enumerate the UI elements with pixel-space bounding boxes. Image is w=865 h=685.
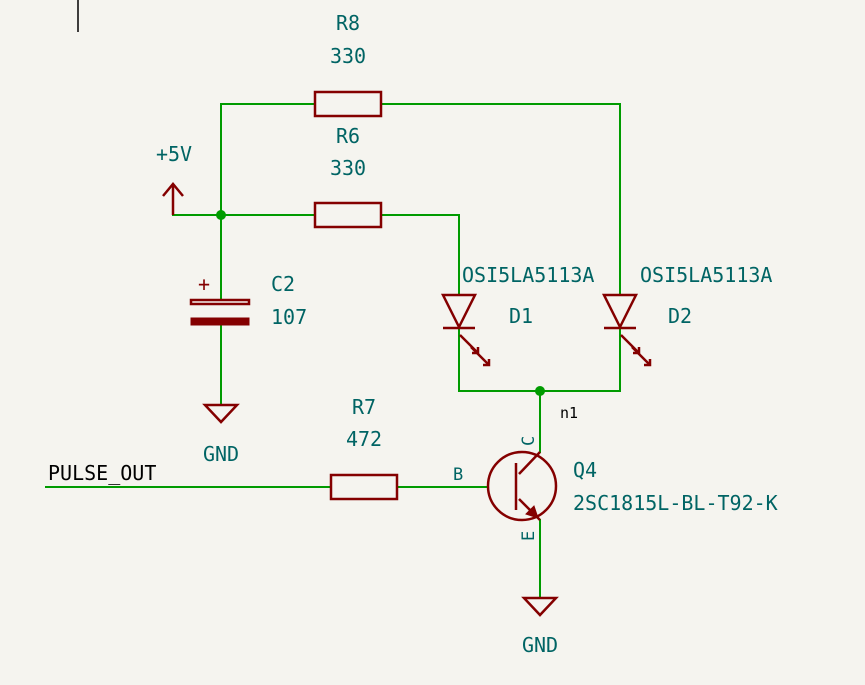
resistor-r6[interactable]: R6 330 [313, 124, 383, 229]
ground-icon [202, 403, 240, 424]
junction-5v [216, 210, 226, 220]
net-label-pulse-out[interactable]: PULSE_OUT [48, 461, 156, 485]
q4-pin-b: B [453, 465, 463, 485]
r6-ref: R6 [336, 124, 360, 148]
q4-collector-line [518, 451, 541, 475]
led-d2[interactable]: OSI5LA5113A D2 [601, 263, 772, 367]
c2-value: 107 [271, 305, 307, 329]
power-5v[interactable]: +5V [156, 142, 192, 215]
wires [45, 103, 621, 599]
d2-ref: D2 [668, 304, 692, 328]
junction-n1 [535, 386, 545, 396]
ground-c2-label: GND [203, 442, 239, 466]
led-d1[interactable]: OSI5LA5113A D1 [440, 263, 594, 367]
wire-r8-right [380, 103, 621, 296]
wire-r6-d1 [380, 214, 460, 296]
d1-value: OSI5LA5113A [462, 263, 594, 287]
r6-body [313, 201, 383, 229]
c2-plate-negative [190, 317, 250, 326]
q4-value: 2SC1815L-BL-T92-K [573, 491, 778, 515]
q4-emitter-arrow-icon [525, 505, 539, 519]
power-5v-label: +5V [156, 142, 192, 166]
ground-q4-label: GND [522, 633, 558, 657]
d1-light-arrow-2 [483, 359, 491, 367]
r8-ref: R8 [336, 11, 360, 35]
q4-body-circle [486, 450, 558, 522]
q4-pin-e: E [519, 531, 539, 541]
d1-light-ray-2 [470, 346, 490, 366]
d2-value: OSI5LA5113A [640, 263, 772, 287]
transistor-q4[interactable]: B C E Q4 2SC1815L-BL-T92-K [453, 436, 778, 541]
net-label-n1: n1 [560, 404, 578, 422]
resistor-r7[interactable]: R7 472 [329, 395, 399, 501]
c2-plate-positive [189, 298, 251, 306]
r7-ref: R7 [352, 395, 376, 419]
power-arrow-icon [162, 182, 184, 197]
c2-plus-sign: + [198, 272, 210, 296]
ground-q4[interactable]: GND [521, 596, 559, 657]
d2-light-arrow-2 [644, 359, 652, 367]
d1-ref: D1 [509, 304, 533, 328]
d1-triangle [440, 293, 478, 330]
ground-c2[interactable]: GND [202, 403, 240, 466]
wire-r8-left [220, 103, 316, 216]
r6-value: 330 [330, 156, 366, 180]
r8-value: 330 [330, 44, 366, 68]
r7-value: 472 [346, 427, 382, 451]
d2-triangle [601, 293, 639, 330]
q4-pin-c: C [519, 436, 539, 446]
r7-body [329, 473, 399, 501]
q4-ref: Q4 [573, 458, 597, 482]
ground-icon [521, 596, 559, 617]
resistor-r8[interactable]: R8 330 [313, 11, 383, 118]
r8-body [313, 90, 383, 118]
c2-ref: C2 [271, 272, 295, 296]
capacitor-c2[interactable]: + C2 107 [189, 272, 307, 329]
d2-light-ray-2 [631, 346, 651, 366]
